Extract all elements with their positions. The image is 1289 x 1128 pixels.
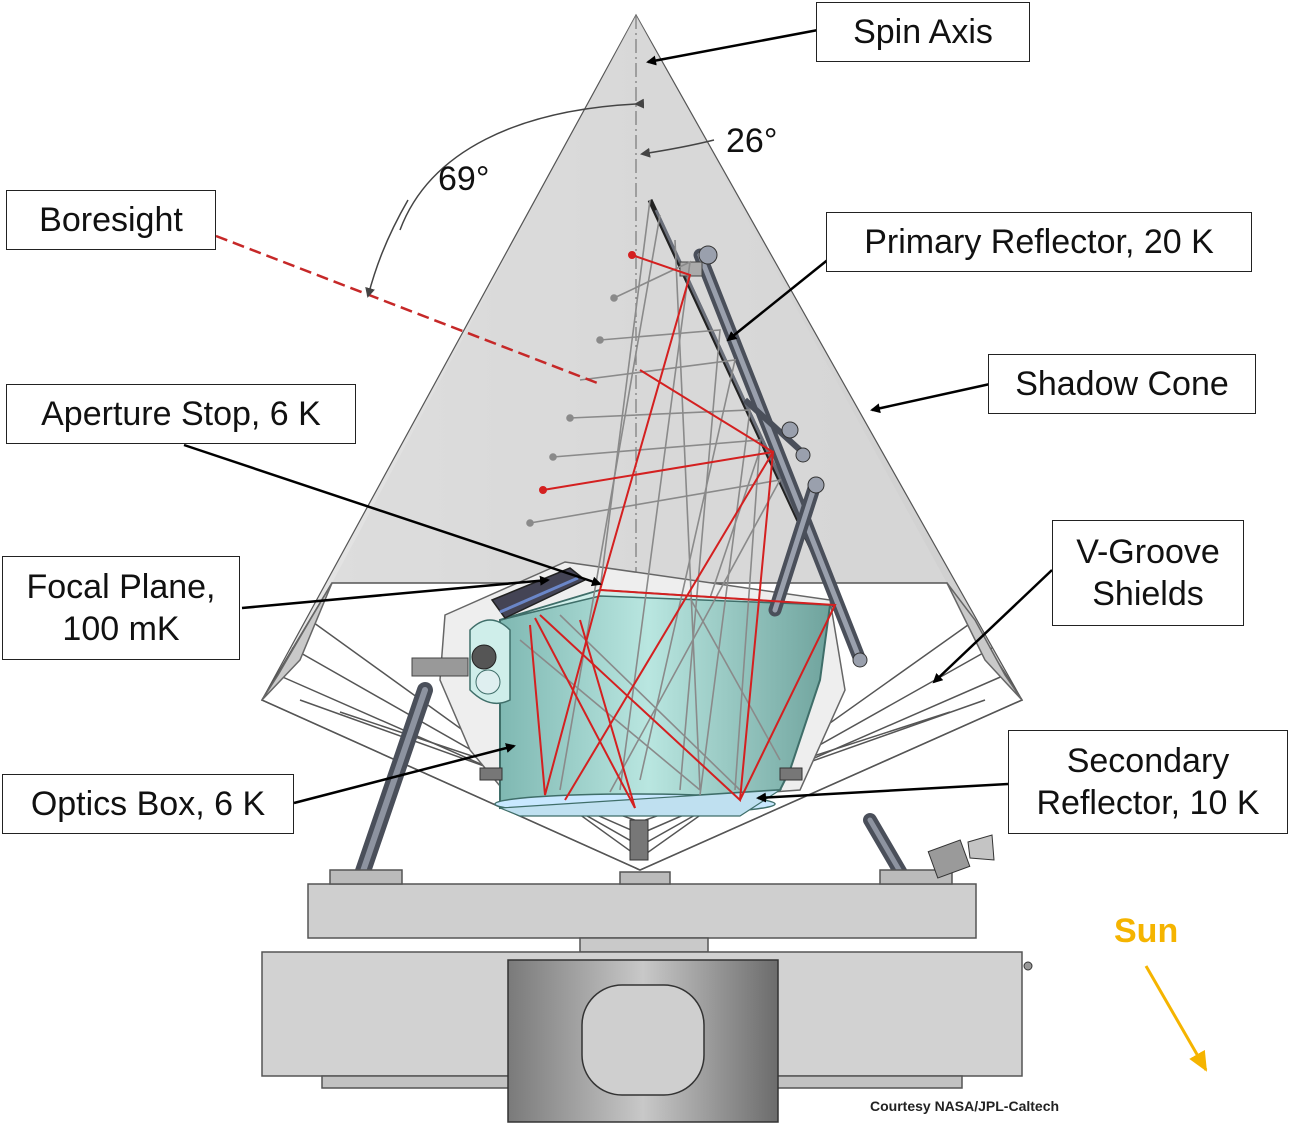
angle-arc-69 [399, 98, 645, 231]
spacecraft-drum [507, 959, 779, 1123]
label-v-groove-line1: V-Groove [1076, 532, 1220, 571]
sun-arrow [1144, 965, 1208, 1072]
label-secondary-line1: Secondary [1066, 741, 1230, 780]
label-focal-plane: Focal Plane, 100 mK [2, 556, 240, 660]
label-primary-reflector: Primary Reflector, 20 K [826, 212, 1252, 272]
angle-arc-69-lower [365, 199, 409, 298]
label-shadow-cone-text: Shadow Cone [1015, 364, 1229, 403]
sun-sensor [927, 834, 1033, 971]
label-secondary-line2: Reflector, 10 K [1036, 784, 1260, 822]
red-rays [529, 251, 837, 809]
label-boresight-text: Boresight [39, 200, 183, 239]
gray-rays [519, 199, 782, 796]
label-optics-box: Optics Box, 6 K [2, 774, 294, 834]
callout-leaders [183, 28, 1053, 805]
primary-reflector [647, 198, 868, 668]
angle-arc-26 [640, 139, 715, 158]
label-spin-axis-text: Spin Axis [853, 12, 993, 51]
sun-label: Sun [1114, 912, 1179, 950]
label-primary-reflector-text: Primary Reflector, 20 K [864, 222, 1214, 261]
credit-text: Courtesy NASA/JPL-Caltech [870, 1098, 1060, 1114]
label-v-groove: V-Groove Shields [1052, 520, 1244, 626]
focal-plane-assembly [411, 567, 587, 705]
label-spin-axis: Spin Axis [816, 2, 1030, 62]
boresight-line [215, 234, 601, 386]
optics-box [494, 588, 832, 817]
label-boresight: Boresight [6, 190, 216, 250]
label-aperture-stop: Aperture Stop, 6 K [6, 384, 356, 444]
label-v-groove-line2: Shields [1092, 575, 1204, 613]
label-focal-plane-line2: 100 mK [62, 610, 180, 648]
label-aperture-stop-text: Aperture Stop, 6 K [41, 394, 321, 433]
brackets [479, 767, 803, 861]
label-focal-plane-line1: Focal Plane, [26, 567, 216, 606]
angle-69-label: 69° [438, 160, 490, 198]
angle-26-label: 26° [726, 122, 778, 160]
label-shadow-cone: Shadow Cone [988, 354, 1256, 414]
label-optics-box-text: Optics Box, 6 K [30, 784, 266, 823]
label-secondary-reflector: Secondary Reflector, 10 K [1008, 730, 1288, 834]
